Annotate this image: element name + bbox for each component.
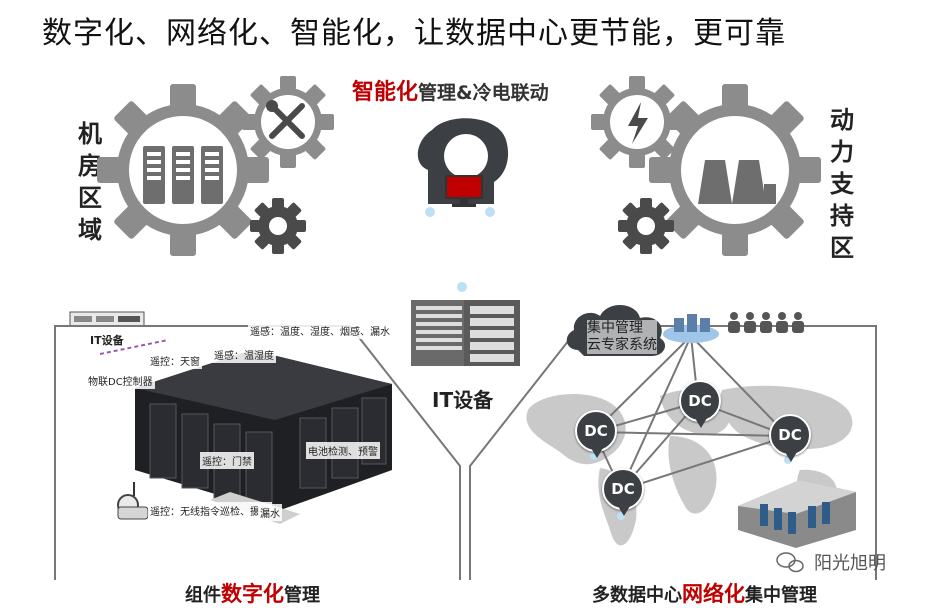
smart-management-heading: 智能化管理&冷电联动 — [352, 74, 549, 106]
zone-char: 支 — [830, 170, 854, 198]
wechat-icon — [776, 552, 804, 573]
annotation-water: 漏水 — [258, 504, 282, 521]
zone-char: 域 — [78, 216, 102, 244]
smart-highlight: 智能化 — [352, 80, 419, 105]
it-servers-icon — [411, 300, 520, 366]
caption-right-post: 集中管理 — [745, 585, 817, 606]
cloud-label-line: 云专家系统 — [587, 337, 657, 353]
caption-left-post: 管理 — [284, 585, 320, 606]
watermark: 阳光旭明 — [814, 553, 886, 574]
annotation-camera: 遥控：无线指令巡检、摄像 — [148, 502, 272, 519]
annotation-iot-controller: 物联DC控制器 — [86, 372, 155, 389]
dc-pin[interactable]: DC — [575, 410, 617, 458]
annotation-skylight: 遥控：天窗 — [148, 352, 202, 369]
it-device-small-label: IT设备 — [90, 334, 124, 347]
caption-left: 组件数字化管理 — [185, 578, 320, 608]
hub-platform-icon — [663, 314, 719, 343]
small-gear-icon — [250, 198, 306, 254]
zone-char: 区 — [78, 184, 102, 212]
power-gear-icon — [649, 84, 821, 256]
caption-right-pre: 多数据中心 — [592, 585, 682, 606]
cloud-label: 集中管理 云专家系统 — [587, 320, 657, 354]
smart-rest: 管理&冷电联动 — [418, 82, 549, 104]
machine-room-gear-icon — [97, 84, 269, 256]
annotation-remote-sense-short: 遥感：温湿度 — [212, 346, 276, 363]
brain-head-icon — [417, 118, 509, 207]
glow-dot — [425, 207, 435, 217]
annotation-remote-sense: 遥感：温度、湿度、烟感、漏水 — [248, 322, 392, 339]
glow-dot — [457, 282, 467, 292]
datacenter-interior-image — [738, 480, 856, 548]
power-support-zone-label: 动 力 支 持 区 — [828, 104, 856, 264]
tools-gear-icon — [242, 76, 334, 168]
zone-char: 机 — [78, 120, 102, 148]
it-device-center-label: IT设备 — [432, 388, 494, 412]
caption-right: 多数据中心网络化集中管理 — [592, 578, 817, 608]
annotation-battery: 电池检测、预警 — [306, 442, 380, 459]
zone-char: 持 — [830, 202, 854, 230]
small-gear-right-icon — [618, 198, 674, 254]
datacenter-module-illustration — [117, 350, 392, 524]
lightning-gear-icon — [591, 76, 683, 168]
caption-left-pre: 组件 — [185, 585, 221, 606]
caption-left-highlight: 数字化 — [221, 582, 284, 606]
people-icons — [728, 312, 804, 333]
zone-char: 区 — [830, 234, 854, 262]
cloud-label-line: 集中管理 — [587, 320, 643, 336]
dc-pin[interactable]: DC — [602, 468, 644, 516]
zone-char: 动 — [830, 106, 854, 134]
dashed-arrow — [99, 339, 169, 355]
dc-pin[interactable]: DC — [679, 380, 721, 428]
annotation-door-control: 遥控：门禁 — [200, 452, 254, 469]
glow-dot — [485, 207, 495, 217]
page-title: 数字化、网络化、智能化，让数据中心更节能，更可靠 — [42, 16, 786, 51]
rack-server-icon — [69, 311, 145, 327]
caption-right-highlight: 网络化 — [682, 582, 745, 606]
zone-char: 力 — [830, 138, 854, 166]
dc-pin[interactable]: DC — [769, 414, 811, 462]
